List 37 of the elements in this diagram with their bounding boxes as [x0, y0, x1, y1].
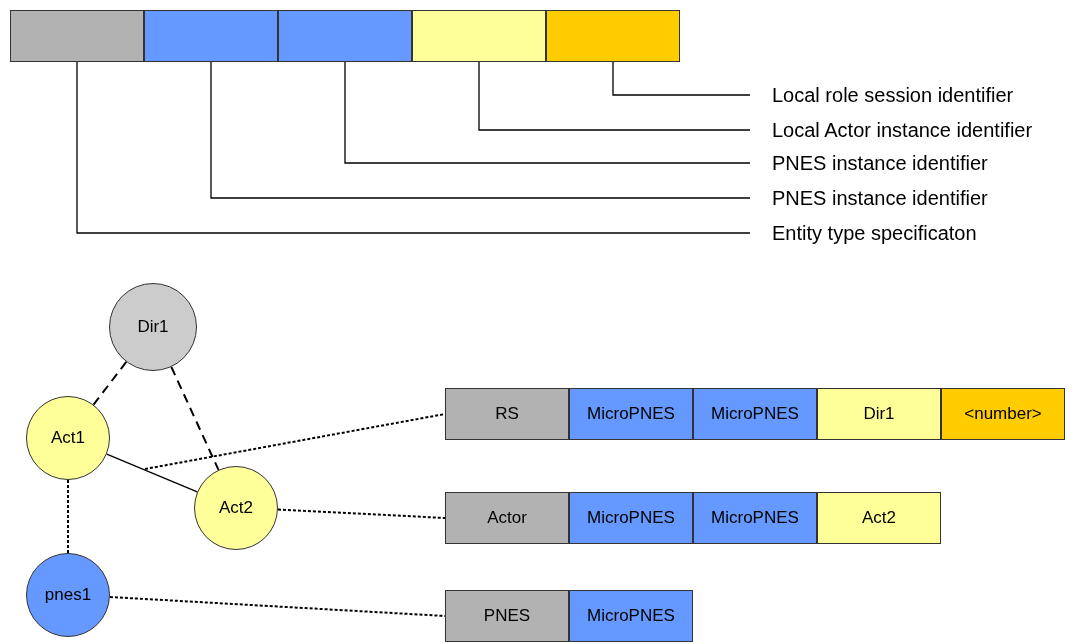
- field-cell: MicroPNES: [569, 590, 693, 642]
- connector-line: [144, 413, 446, 470]
- field-cell: MicroPNES: [569, 492, 693, 544]
- field-cell: MicroPNES: [569, 388, 693, 440]
- field-segment: [10, 10, 144, 62]
- field-cell: MicroPNES: [693, 492, 817, 544]
- field-cell: Dir1: [817, 388, 941, 440]
- leader-line: [76, 61, 751, 234]
- connector-line: [106, 453, 198, 493]
- entity-circle: Act2: [194, 466, 278, 550]
- leader-line: [612, 61, 751, 96]
- field-cell: <number>: [941, 388, 1065, 440]
- field-segment: [278, 10, 412, 62]
- field-label: PNES instance identifier: [750, 150, 1070, 176]
- connector-line: [170, 366, 220, 471]
- field-cell: RS: [445, 388, 569, 440]
- field-segment: [412, 10, 546, 62]
- field-label: Local Actor instance identifier: [750, 117, 1082, 143]
- entity-circle: Dir1: [109, 283, 197, 371]
- entity-circle: Act1: [26, 396, 110, 480]
- field-segment: [144, 10, 278, 62]
- entity-circle: pnes1: [26, 553, 110, 637]
- connector-line: [67, 479, 69, 554]
- connector-line: [92, 360, 128, 406]
- leader-line: [210, 61, 751, 199]
- connector-line: [108, 596, 446, 617]
- leader-line: [344, 61, 751, 164]
- field-label: Local role session identifier: [750, 82, 1070, 108]
- field-cell: Actor: [445, 492, 569, 544]
- leader-line: [478, 61, 751, 131]
- field-label: Entity type specificaton: [750, 220, 1070, 246]
- field-segment: [546, 10, 680, 62]
- connector-line: [276, 508, 446, 519]
- field-cell: Act2: [817, 492, 941, 544]
- field-cell: PNES: [445, 590, 569, 642]
- field-cell: MicroPNES: [693, 388, 817, 440]
- field-label: PNES instance identifier: [750, 185, 1070, 211]
